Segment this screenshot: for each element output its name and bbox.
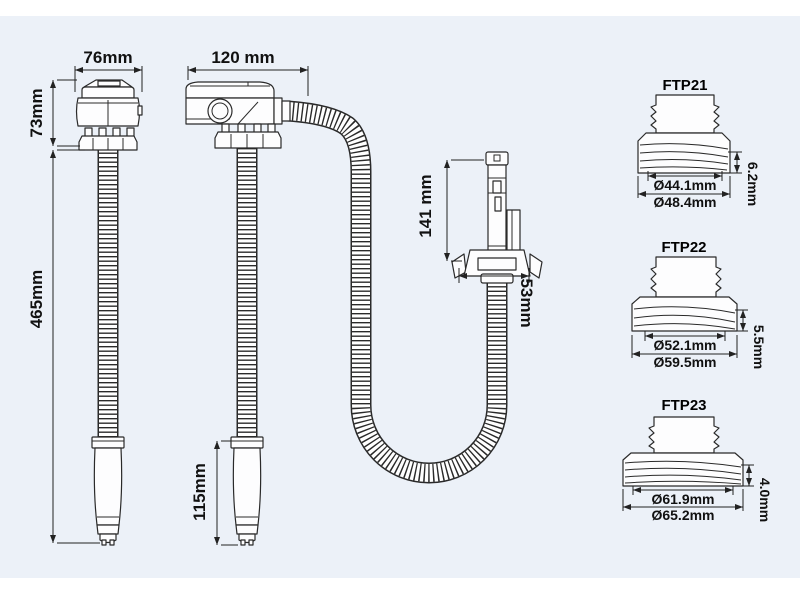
ftp21-neck (650, 94, 720, 134)
outlet-clip (506, 209, 521, 257)
ftp22-neck (650, 256, 722, 298)
front-view-drawing (75, 79, 143, 545)
outlet-height-dimension: 141 mm (416, 159, 484, 262)
ftp22-thread-diameter-label: Ø52.1mm (653, 337, 716, 353)
side-handle-height-label: 115mm (190, 463, 209, 521)
front-head-height-label: 73mm (27, 88, 46, 137)
ftp23-neck (648, 416, 720, 454)
ftp23-title: FTP23 (661, 397, 706, 414)
outlet-height-label: 141 mm (416, 174, 435, 237)
flexible-hose (287, 100, 508, 484)
fitting-ftp22: FTP22 Ø52.1mm Ø59.5mm 5.5mm (631, 239, 767, 370)
side-width-dimension: 120 mm (187, 48, 309, 96)
outlet-cap (485, 151, 509, 166)
ftp21-thread-body (637, 132, 731, 174)
ftp23-outer-diameter-label: Ø65.2mm (651, 507, 714, 523)
front-side-tab (137, 105, 143, 116)
ftp21-outer-diameter-label: Ø48.4mm (653, 194, 716, 210)
ftp22-pitch-label: 5.5mm (751, 325, 767, 369)
ftp23-pitch-label: 4.0mm (757, 478, 773, 522)
front-head-height-dimension: 73mm (27, 79, 80, 147)
outlet-connector-drawing (451, 151, 543, 284)
side-head-lid (185, 81, 275, 99)
fitting-ftp23: FTP23 Ø61.9mm Ø65.2mm 4.0mm (622, 397, 773, 523)
fitting-ftp21: FTP21 Ø44.1mm Ø48.4mm 6.2mm (637, 77, 761, 210)
ftp23-thread-diameter-label: Ø61.9mm (651, 491, 714, 507)
ftp22-title: FTP22 (661, 239, 706, 256)
ftp21-title: FTP21 (662, 77, 707, 94)
side-view-drawing (185, 81, 291, 545)
outlet-width-dimension: 53mm (458, 268, 536, 328)
front-cap (81, 86, 135, 99)
front-total-height-label: 465mm (27, 270, 46, 329)
outlet-width-label: 53mm (517, 278, 536, 327)
ftp22-outer-diameter-label: Ø59.5mm (653, 354, 716, 370)
hose-coupling (273, 97, 283, 125)
front-width-label: 76mm (83, 48, 132, 67)
ftp21-thread-diameter-label: Ø44.1mm (653, 177, 716, 193)
side-collar (214, 131, 282, 149)
side-handle-dimension: 115mm (190, 440, 238, 546)
front-width-dimension: 76mm (74, 48, 143, 92)
front-total-height-dimension: 465mm (27, 149, 100, 544)
side-width-label: 120 mm (211, 48, 274, 67)
ftp21-pitch-label: 6.2mm (745, 162, 761, 206)
ftp22-thread-body (631, 296, 738, 332)
